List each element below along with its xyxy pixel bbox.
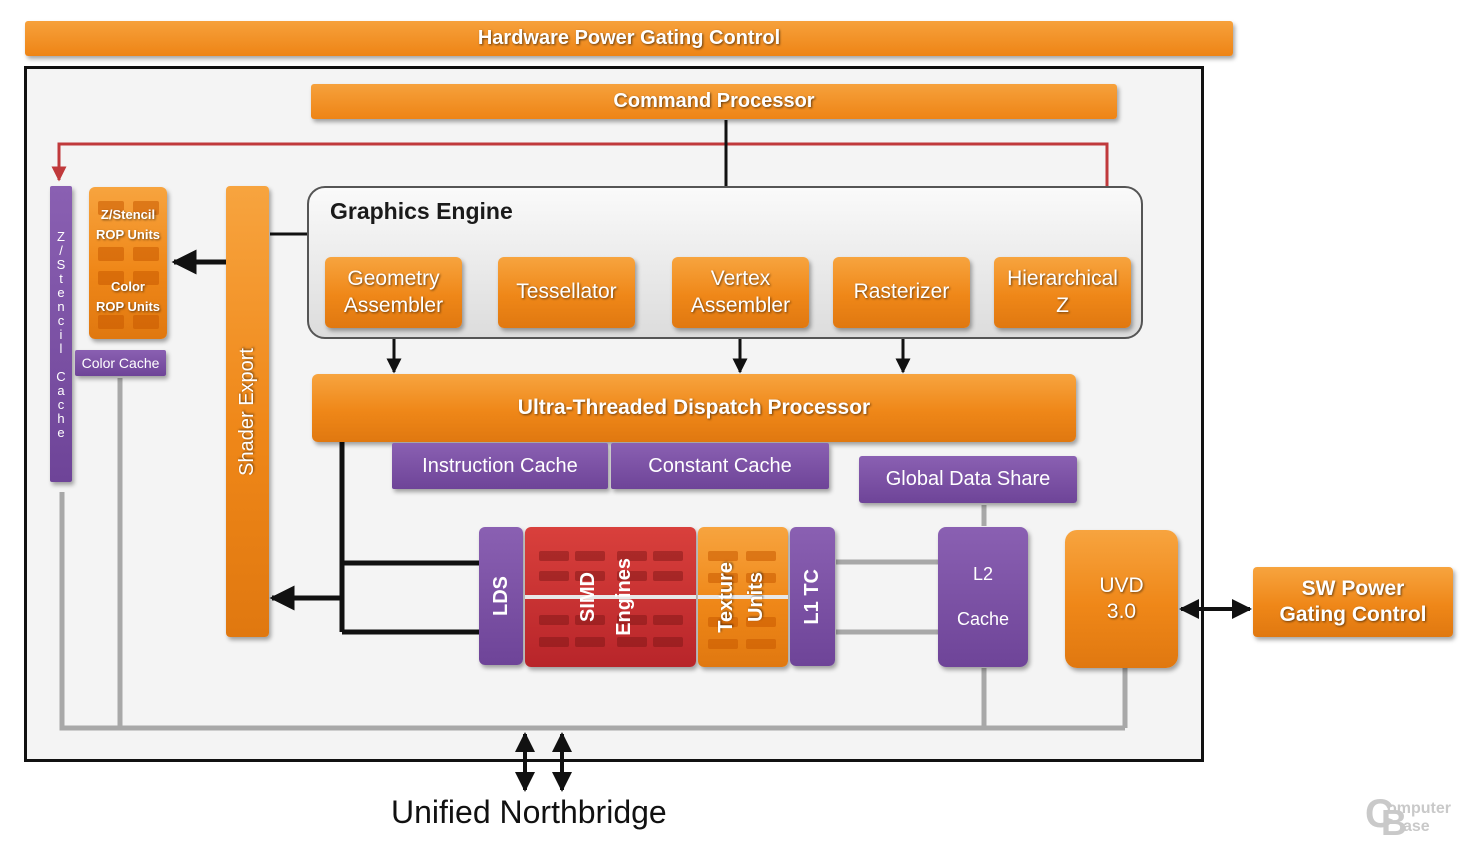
simd-label-line1: SIMD <box>577 572 599 622</box>
sw-power-line1: SW Power <box>1301 576 1405 600</box>
shader-export-label: Shader Export <box>236 347 258 476</box>
uvd-line1: UVD <box>1099 573 1144 597</box>
z-stencil-rop-line2: ROP Units <box>95 227 161 243</box>
rop-units: Z/Stencil ROP Units Color ROP Units <box>89 187 167 339</box>
z-stencil-cache: Z/Stencil Cache <box>50 186 72 482</box>
color-rop-line2: ROP Units <box>95 299 161 315</box>
color-rop-line1: Color <box>111 279 145 294</box>
z-stencil-cache-label: Z/Stencil Cache <box>53 229 69 439</box>
memory-bus-lines <box>59 378 1128 731</box>
geometry-assembler: Geometry Assembler <box>325 257 462 328</box>
vertex-assembler: Vertex Assembler <box>672 257 809 328</box>
global-data-share: Global Data Share <box>859 456 1077 503</box>
l1-tc-label: L1 TC <box>801 568 823 625</box>
hardware-power-gating-control-bar: Hardware Power Gating Control <box>25 21 1233 56</box>
lds-label: LDS <box>489 576 512 616</box>
geometry-assembler-line2: Assembler <box>343 293 444 317</box>
sw-power-gating-control: SW Power Gating Control <box>1253 567 1453 637</box>
vertex-assembler-line1: Vertex <box>710 267 771 291</box>
graphics-engine-title: Graphics Engine <box>330 198 513 224</box>
simd-label-line2: Engines <box>613 558 635 636</box>
watermark-text-2: ase <box>1403 818 1430 835</box>
sw-power-line2: Gating Control <box>1279 603 1427 626</box>
l2-cache-line1: L2 <box>972 564 994 584</box>
l2-cache: L2 Cache <box>938 527 1028 667</box>
l1-tc: L1 TC <box>790 527 835 666</box>
geometry-assembler-line1: Geometry <box>347 267 440 291</box>
rasterizer: Rasterizer <box>833 257 970 328</box>
hierarchical-z-line1: Hierarchical <box>1007 267 1118 291</box>
watermark-text-1: omputer <box>1387 800 1451 817</box>
hierarchical-z: Hierarchical Z <box>994 257 1131 328</box>
l2-cache-line2: Cache <box>956 609 1010 629</box>
hierarchical-z-line2: Z <box>1056 293 1069 317</box>
ultra-threaded-dispatch-processor: Ultra-Threaded Dispatch Processor <box>312 374 1076 442</box>
color-cache: Color Cache <box>75 350 166 376</box>
tessellator: Tessellator <box>498 257 635 328</box>
texture-label-line2: Units <box>745 572 767 622</box>
computerbase-watermark-logo: C omputer B ase <box>1365 792 1451 843</box>
lds: LDS <box>479 527 523 665</box>
texture-units: Texture Units <box>698 527 788 667</box>
command-processor: Command Processor <box>311 84 1117 119</box>
z-stencil-rop-line1: Z/Stencil <box>100 207 156 222</box>
texture-label-line1: Texture <box>715 561 737 633</box>
unified-northbridge-label: Unified Northbridge <box>391 794 667 830</box>
simd-engines: SIMD Engines <box>525 527 696 667</box>
instruction-cache: Instruction Cache <box>392 443 608 489</box>
uvd-line2: 3.0 <box>1106 600 1137 623</box>
constant-cache: Constant Cache <box>611 443 829 489</box>
uvd-3: UVD 3.0 <box>1065 530 1178 668</box>
vertex-assembler-line2: Assembler <box>690 293 791 317</box>
shader-export: Shader Export <box>226 186 269 637</box>
